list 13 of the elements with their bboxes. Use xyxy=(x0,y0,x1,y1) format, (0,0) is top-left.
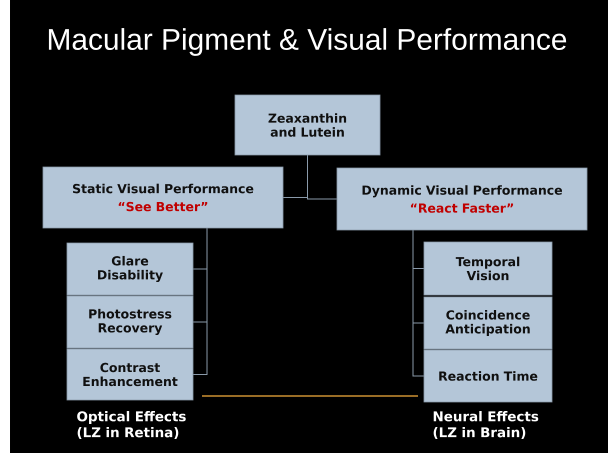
connector-line xyxy=(307,154,338,200)
category-box: Reaction Time xyxy=(424,350,552,402)
slide-title: Macular Pigment & Visual Performance xyxy=(48,28,566,56)
category-box: Contrast Enhancement xyxy=(66,348,194,400)
category-box: Photostress Recovery xyxy=(66,296,194,348)
connector-line xyxy=(412,230,424,376)
category-box: Dynamic Visual Performance “React Faster” xyxy=(336,168,588,230)
category-box: Coincidence Anticipation xyxy=(424,296,552,350)
category-box: Static Visual Performance “See Better” xyxy=(42,166,284,228)
category-box: Glare Disability xyxy=(66,242,194,296)
category-box: Zeaxanthin and Lutein xyxy=(234,94,380,156)
connector-line xyxy=(192,228,208,375)
category-box: Temporal Vision xyxy=(424,242,552,296)
